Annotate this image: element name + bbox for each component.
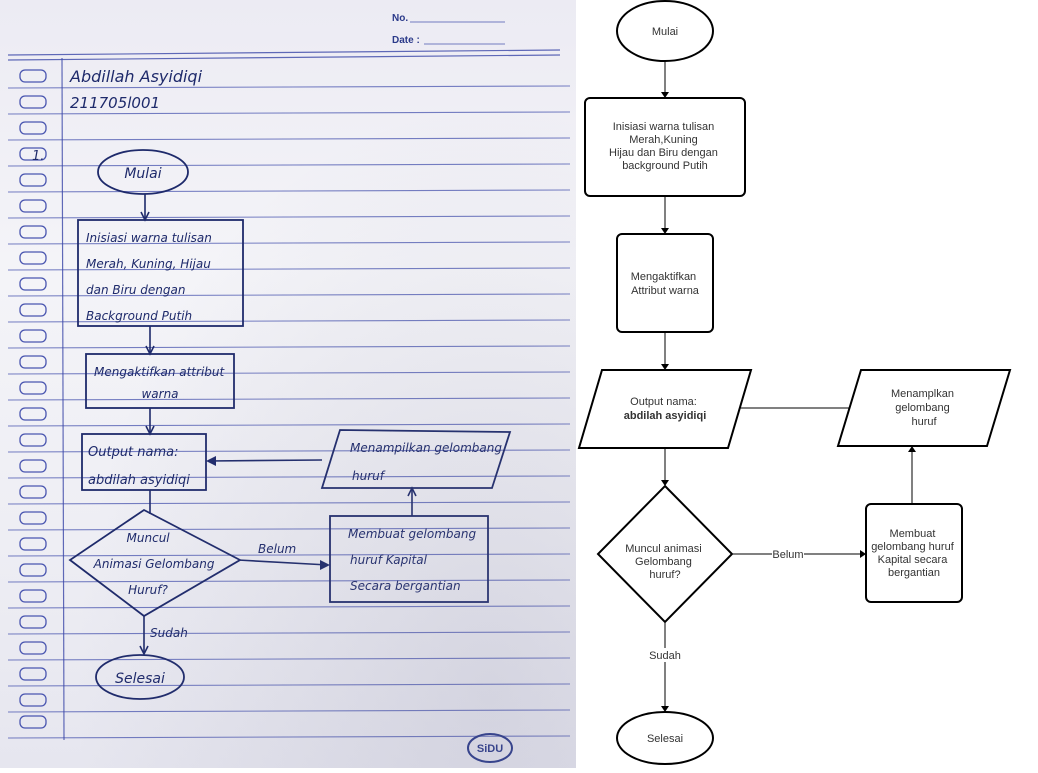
hw-process-label: Membuat gelombang huruf Kapital Secara b… [348, 527, 480, 593]
hw-display-node [320, 429, 512, 489]
no-label: Belum [772, 549, 803, 561]
hw-arrow-back [207, 459, 323, 462]
hw-init-node [77, 219, 244, 327]
hw-attr-label: Mengaktifkan attribut warna [94, 365, 228, 401]
display-label: Menamplkan gelombang huruf [891, 388, 957, 428]
output-label-group: Output nama: abdilah asyidiqi [624, 396, 707, 422]
hw-process-node [329, 515, 489, 603]
top-double-line-2 [7, 54, 561, 61]
hw-no-label: Belum [258, 542, 296, 556]
output-label: Output nama: [630, 396, 697, 408]
attr-node [616, 233, 714, 333]
arrowhead-init-attr [661, 228, 669, 234]
hw-yes-label: Sudah [150, 626, 188, 640]
end-node [616, 711, 714, 765]
item-number: 1. [32, 149, 44, 164]
ruled-lines [7, 85, 571, 739]
arrowhead-decision-process [860, 550, 866, 558]
process-node [865, 503, 963, 603]
arrowhead-attr-output [661, 364, 669, 370]
display-node [836, 369, 1012, 447]
hw-attr-node [85, 353, 235, 409]
arrowhead-output-decision [661, 480, 669, 486]
decision-node [596, 484, 734, 624]
hw-output-label: Output nama: abdilah asyidiqi [88, 445, 190, 488]
hw-output-node [81, 433, 207, 491]
yes-label-bg [648, 648, 682, 662]
arrowhead-process-display [908, 446, 916, 452]
decision-label: Muncul animasi Gelombang huruf? [625, 543, 704, 581]
yes-label: Sudah [649, 650, 681, 662]
start-node [616, 0, 714, 62]
init-label: Inisiasi warna tulisan Merah,Kuning Hija… [609, 121, 721, 172]
hw-arrow-no [237, 559, 329, 566]
sidu-logo [467, 733, 513, 763]
top-double-line-1 [7, 49, 561, 56]
hw-end-node [95, 654, 185, 700]
notebook-page: No. Date : [7, 13, 571, 763]
arrowhead-decision-end [661, 706, 669, 712]
digital-flowchart-canvas: Mulai Inisiasi warna tulisan Merah,Kunin… [577, 0, 1012, 765]
arrowhead-start-init [661, 92, 669, 98]
hw-init-label: Inisiasi warna tulisan Merah, Kuning, Hi… [86, 231, 216, 323]
attr-label: Mengaktifkan Attribut warna [631, 271, 700, 297]
hw-arrowhead-back [206, 456, 216, 466]
header-no-label: No. [392, 13, 408, 24]
handwritten-flowchart: Mulai Inisiasi warna tulisan Merah, Kuni… [68, 149, 512, 700]
sidu-logo-text: SiDU [477, 743, 503, 755]
notebook-photo: No. Date : [0, 0, 576, 768]
author-id: 211705l001 [70, 94, 160, 112]
process-label: Membuat gelombang huruf Kapital secara b… [871, 528, 957, 579]
output-node [577, 369, 753, 449]
hw-end-label: Selesai [115, 671, 165, 687]
start-label: Mulai [652, 26, 678, 38]
hw-arrowhead-yes [139, 645, 149, 656]
header-date-label: Date : [392, 35, 420, 46]
digital-flowchart: Mulai Inisiasi warna tulisan Merah,Kunin… [576, 0, 1038, 768]
hw-start-label: Mulai [124, 166, 161, 182]
hw-display-label: Menampilkan gelombang huruf [350, 441, 506, 483]
margin-line [61, 57, 65, 741]
hw-arrowhead-no [320, 560, 330, 570]
hw-start-node [97, 149, 189, 195]
end-label: Selesai [647, 733, 683, 745]
author-name: Abdillah Asyidiqi [69, 67, 203, 86]
binder-holes [19, 69, 47, 729]
output-value: abdilah asyidiqi [624, 410, 707, 422]
hw-decision-label: Muncul Animasi Gelombang Huruf? [93, 531, 219, 597]
init-node [584, 97, 746, 197]
no-label-bg [772, 548, 804, 561]
